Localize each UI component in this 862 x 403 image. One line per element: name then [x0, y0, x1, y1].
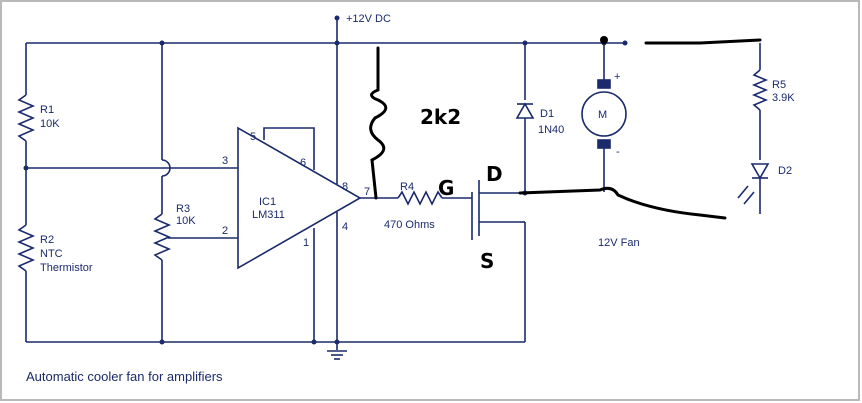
- ic1-ref: IC1: [259, 196, 276, 208]
- d1-diode: [515, 102, 535, 119]
- d2-ref: D2: [778, 165, 792, 177]
- r5-ref: R5: [772, 79, 786, 91]
- ground-symbol: [327, 342, 347, 360]
- handwritten-2k2: 2k2: [420, 105, 461, 129]
- pin-7: 7: [364, 186, 370, 198]
- r2-type: NTC: [40, 248, 63, 260]
- diagram-caption: Automatic cooler fan for amplifiers: [26, 369, 223, 384]
- handwritten-gate: G: [438, 176, 454, 200]
- r2-name: Thermistor: [40, 262, 93, 274]
- ic1-part: LM311: [252, 209, 285, 221]
- supply-label: +12V DC: [346, 13, 391, 25]
- pin-1: 1: [303, 237, 309, 249]
- pin-4: 4: [342, 221, 348, 233]
- r4-resistor: [397, 190, 443, 206]
- r3-value: 10K: [176, 215, 196, 227]
- handwritten-source: S: [480, 249, 494, 273]
- handwritten-drain: D: [486, 162, 503, 186]
- r4-value: 470 Ohms: [384, 219, 435, 231]
- supply-terminal: [334, 15, 340, 21]
- r3-potentiometer: [152, 213, 172, 261]
- r2-thermistor: [16, 224, 36, 272]
- pin-5: 5: [250, 131, 256, 143]
- handdrawn-drain-wire: [518, 186, 727, 220]
- handdrawn-junction: [600, 36, 608, 44]
- handdrawn-2k2-resistor: [369, 46, 388, 200]
- r1-ref: R1: [40, 104, 54, 116]
- fan-label: 12V Fan: [598, 237, 640, 249]
- ic1-comparator: [237, 126, 362, 270]
- motor-minus: -: [616, 146, 620, 158]
- handdrawn-supply-wire: [644, 38, 762, 45]
- r5-resistor: [751, 69, 769, 111]
- r5-value: 3.9K: [772, 92, 795, 104]
- wire-crossover: [161, 159, 171, 177]
- motor-plus: +: [614, 71, 620, 83]
- r1-resistor: [16, 94, 36, 142]
- pin-2: 2: [222, 225, 228, 237]
- motor-symbol: M: [598, 109, 607, 121]
- fan-motor: [581, 91, 627, 137]
- pin-6: 6: [300, 157, 306, 169]
- d1-part: 1N40: [538, 124, 564, 136]
- r3-ref: R3: [176, 203, 190, 215]
- led-emission-arrow: [737, 185, 749, 199]
- r4-ref: R4: [400, 181, 414, 193]
- r2-ref: R2: [40, 234, 54, 246]
- pin-8: 8: [342, 181, 348, 193]
- r1-value: 10K: [40, 118, 60, 130]
- d2-led: [750, 163, 770, 180]
- d1-ref: D1: [540, 108, 554, 120]
- pin-3: 3: [222, 155, 228, 167]
